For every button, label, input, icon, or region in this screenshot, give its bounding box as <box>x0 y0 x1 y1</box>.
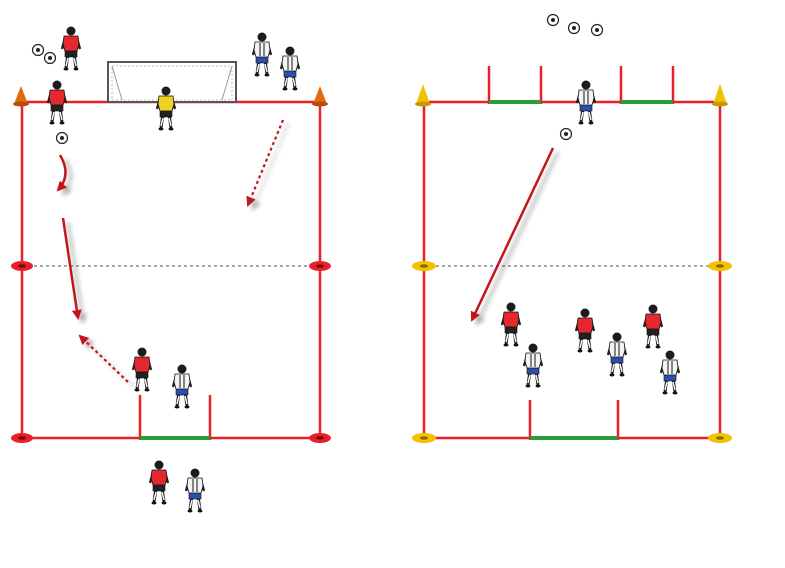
right-player-white-3 <box>659 350 681 395</box>
right-player-white-1 <box>522 343 544 388</box>
right-disc-bottom-right <box>708 433 732 443</box>
left-diagram <box>11 43 331 443</box>
left-goalkeeper <box>155 86 177 131</box>
left-player-red-bottom <box>148 460 170 505</box>
right-pass-arrow <box>470 147 555 322</box>
right-mini-goal-top-left <box>487 66 543 104</box>
left-arrows <box>56 119 285 383</box>
left-player-white-top-1 <box>251 32 273 77</box>
right-cone-top-right <box>712 84 728 107</box>
right-player-red-2 <box>574 308 596 353</box>
left-run-arrow-curve <box>56 154 68 192</box>
left-player-white-defender <box>171 364 193 409</box>
left-player-red-top-1 <box>60 26 82 71</box>
left-cone-top-right <box>312 86 328 107</box>
left-ball-dribble <box>55 131 69 145</box>
right-server-white <box>575 80 597 125</box>
left-player-white-bottom <box>184 468 206 513</box>
left-disc-mid-left <box>11 261 33 271</box>
right-ball-server <box>559 127 573 141</box>
right-player-red-1 <box>500 302 522 347</box>
left-player-red-attacker <box>131 347 153 392</box>
left-disc-mid-right <box>309 261 331 271</box>
left-player-white-top-2 <box>279 46 301 91</box>
players-layer <box>46 26 681 513</box>
left-pass-arrow-back <box>78 334 129 383</box>
right-mini-goal-bottom <box>528 400 620 440</box>
left-mini-goal <box>138 395 212 440</box>
left-run-arrow-down <box>61 217 82 320</box>
right-mini-goal-top-right <box>619 66 675 104</box>
left-ball-stack <box>31 43 57 65</box>
left-disc-bottom-right <box>309 433 331 443</box>
left-pass-arrow-diagonal <box>246 119 285 207</box>
left-pitch-lines <box>20 100 322 440</box>
right-disc-bottom-left <box>412 433 436 443</box>
right-player-white-2 <box>606 332 628 377</box>
left-cone-top-left <box>13 86 29 107</box>
right-player-red-3 <box>642 304 664 349</box>
left-player-red-top-2 <box>46 80 68 125</box>
right-ball-stack <box>546 13 604 37</box>
right-cone-top-left <box>415 84 431 107</box>
left-disc-bottom-left <box>11 433 33 443</box>
right-diagram <box>412 13 732 443</box>
right-disc-mid-left <box>412 261 436 271</box>
right-disc-mid-right <box>708 261 732 271</box>
